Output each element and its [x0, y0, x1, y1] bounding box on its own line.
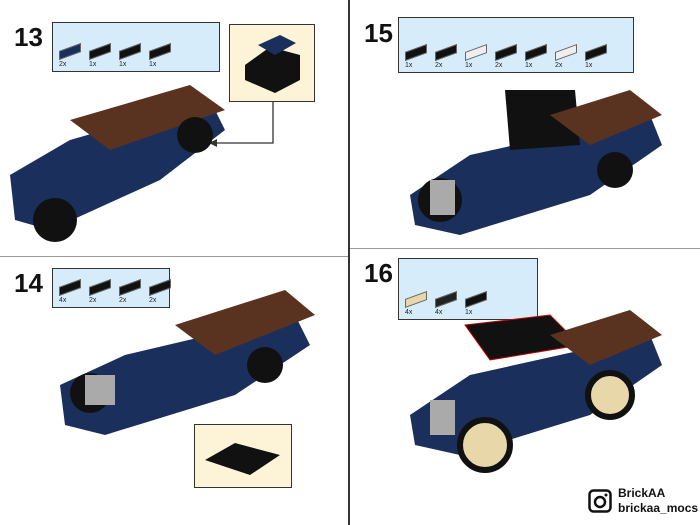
part-brick-icon [465, 43, 487, 62]
part-quantity: 2x [149, 297, 157, 304]
parts-list-step-16: 4x 4x 1x [398, 258, 538, 320]
step-number-15: 15 [364, 18, 393, 48]
step-number-14: 14 [14, 268, 43, 298]
part-item: 2x [119, 278, 141, 304]
part-brick-icon [555, 43, 577, 62]
part-item: 2x [495, 43, 517, 69]
brand-handle: brickaa_mocs [618, 501, 699, 515]
part-brick-icon [59, 42, 81, 61]
part-brick-icon [405, 43, 427, 62]
part-item: 1x [585, 43, 607, 69]
part-quantity: 1x [465, 62, 473, 69]
part-brick-icon [119, 42, 141, 61]
part-item: 2x [555, 43, 577, 69]
part-quantity: 1x [119, 61, 127, 68]
brand-name: BrickAA [618, 486, 666, 500]
part-brick-icon [585, 43, 607, 62]
part-quantity: 2x [435, 62, 443, 69]
part-quantity: 2x [59, 61, 67, 68]
part-quantity: 2x [119, 297, 127, 304]
part-item: 1x [525, 43, 547, 69]
part-quantity: 2x [555, 62, 563, 69]
part-item: 1x [465, 290, 487, 316]
part-quantity: 4x [405, 309, 413, 316]
truck-model-step-15 [410, 90, 662, 235]
part-quantity: 1x [405, 62, 413, 69]
part-item: 1x [89, 42, 111, 68]
part-quantity: 4x [59, 297, 67, 304]
part-brick-icon [435, 43, 457, 62]
part-item: 1x [405, 43, 427, 69]
part-quantity: 1x [149, 61, 157, 68]
page-divider [348, 0, 350, 525]
arrow-icon [209, 102, 274, 147]
part-item: 4x [435, 290, 457, 316]
parts-list-step-14: 4x 2x 2x 2x [52, 268, 171, 308]
truck-model-step-16 [410, 310, 662, 473]
part-item: 1x [149, 42, 171, 68]
part-item: 2x [435, 43, 457, 69]
subassembly-callout-13 [229, 24, 315, 102]
part-quantity: 4x [435, 309, 443, 316]
truck-model-step-14 [60, 290, 315, 435]
step-number-16: 16 [364, 258, 393, 288]
truck-model-step-13 [10, 85, 225, 242]
part-item: 1x [465, 43, 487, 69]
part-quantity: 2x [89, 297, 97, 304]
part-quantity: 1x [89, 61, 97, 68]
part-quantity: 1x [525, 62, 533, 69]
part-quantity: 2x [495, 62, 503, 69]
parts-list-step-13: 2x 1x 1x 1x [52, 22, 220, 72]
part-item: 4x [405, 290, 427, 316]
part-brick-icon [89, 42, 111, 61]
part-quantity: 1x [465, 309, 473, 316]
part-brick-icon [525, 43, 547, 62]
step-number-13: 13 [14, 22, 43, 52]
step-divider-left [0, 256, 348, 257]
brand-watermark: BrickAA brickaa_mocs [588, 486, 698, 516]
instagram-icon [588, 489, 612, 513]
part-quantity: 1x [585, 62, 593, 69]
part-item: 2x [89, 278, 111, 304]
parts-list-step-15: 1x 2x 1x 2x 1x 2x 1x [398, 17, 634, 73]
step-divider-right [350, 248, 700, 249]
part-brick-icon [149, 42, 171, 61]
part-item: 2x [59, 42, 81, 68]
part-item: 1x [119, 42, 141, 68]
part-item: 2x [149, 278, 171, 304]
part-brick-icon [495, 43, 517, 62]
part-item: 4x [59, 278, 81, 304]
subassembly-callout-14 [194, 424, 292, 488]
